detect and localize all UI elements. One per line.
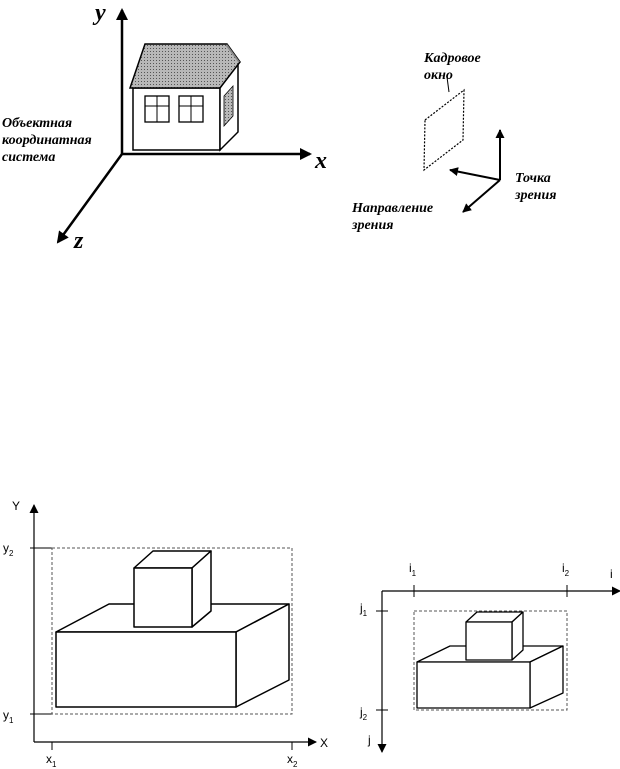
frame-window-label: Кадровое окно	[423, 51, 484, 83]
object-system-label: Объектная координатная система	[2, 116, 95, 165]
small-box	[133, 550, 212, 628]
view-direction-label: Направление зрения	[351, 201, 437, 233]
viewpoint-side-axis	[462, 179, 501, 213]
x-axis-label: x	[314, 148, 327, 174]
tick-y1: y1	[3, 708, 14, 725]
tick-x2: x2	[287, 752, 298, 769]
viewpoint-label: Точка зрения	[514, 171, 556, 203]
j-axis-label: j	[367, 733, 371, 747]
tick-y2: y2	[3, 541, 14, 558]
world-coordinates-figure: Y X y2 y1 x1 x2	[3, 499, 328, 769]
X-axis-label: X	[320, 736, 328, 750]
tick-i1: i1	[409, 561, 417, 578]
screen-coordinates-figure: i j i1 i2 j1 j2	[359, 561, 620, 753]
view-window	[51, 547, 293, 715]
viewpoint-figure: Кадровое окно Точка зрения Направление з…	[351, 51, 556, 233]
Y-axis-label: Y	[12, 499, 20, 513]
screen-view-window	[413, 610, 568, 711]
z-axis-label: z	[73, 228, 84, 254]
tick-j1: j1	[359, 601, 368, 618]
tick-x1: x1	[46, 752, 57, 769]
object-coordinate-figure: y x z Объектная координатная система	[2, 0, 327, 254]
z-axis	[56, 153, 124, 244]
tick-j2: j2	[359, 705, 368, 722]
house-icon	[128, 43, 241, 152]
screen-small-box	[465, 611, 524, 661]
frame-window	[423, 88, 465, 172]
viewpoint-direction-axis	[449, 167, 501, 181]
i-axis-label: i	[610, 567, 613, 581]
y-axis-label: y	[92, 0, 106, 26]
tick-i2: i2	[562, 561, 570, 578]
big-box	[55, 603, 290, 708]
